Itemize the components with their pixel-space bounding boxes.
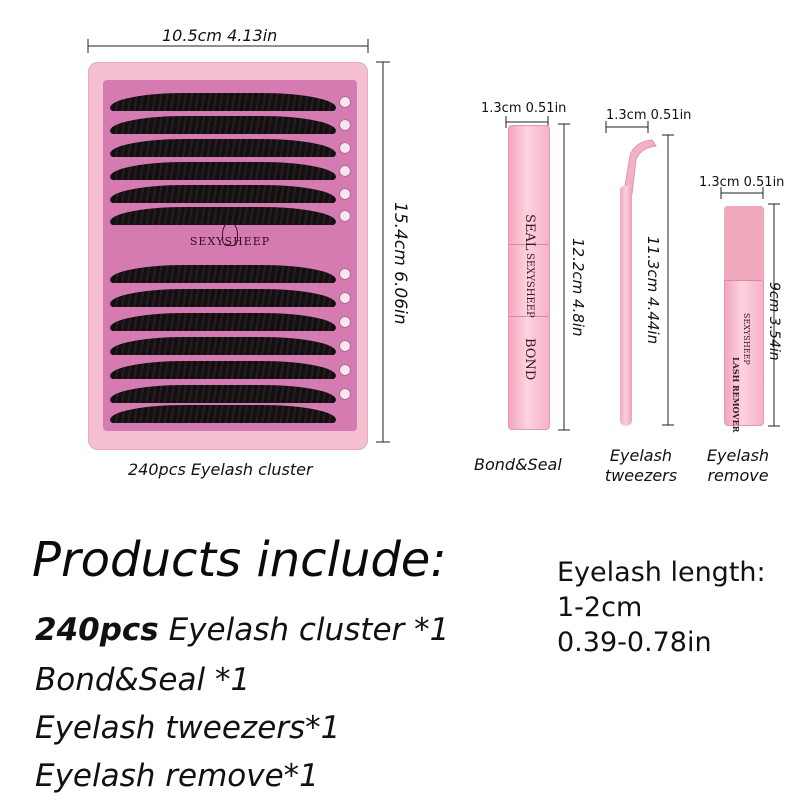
tweezers-height-label: 11.3cm 4.44in xyxy=(644,236,662,345)
remover-height-label: 9cm 3.54in xyxy=(766,282,782,361)
tweezers-width-label: 1.3cm 0.51in xyxy=(606,108,692,123)
tweezers-tip-icon xyxy=(623,139,657,195)
eyelash-length-in: 0.39-0.78in xyxy=(557,627,712,658)
tweezers-caption-line1: Eyelash xyxy=(609,446,673,465)
tube-divider xyxy=(509,244,549,245)
tray-width-label: 10.5cm 4.13in xyxy=(162,26,278,45)
eyelash-length-block: Eyelash length: 1-2cm 0.39-0.78in xyxy=(557,555,766,660)
eyelash-length-title: Eyelash length: xyxy=(557,557,766,588)
lash-row xyxy=(110,313,336,331)
lash-length-tag xyxy=(339,340,351,352)
lash-length-tag xyxy=(339,142,351,154)
remover-cap xyxy=(724,206,762,281)
bond-seal-brand: SEXYSHEEP xyxy=(524,253,535,318)
product-item: 240pcs Eyelash cluster *1 xyxy=(35,612,449,648)
tray-brand: SEXYSHEEP xyxy=(189,235,271,248)
lash-length-tag xyxy=(339,188,351,200)
product-item: Eyelash tweezers*1 xyxy=(35,710,341,746)
product-item-qty: 240pcs xyxy=(35,612,159,648)
bond-seal-caption: Bond&Seal xyxy=(474,455,562,474)
remover-width-label: 1.3cm 0.51in xyxy=(699,175,785,190)
remover-caption-line1: Eyelash xyxy=(706,446,770,465)
remover-brand: SEXYSHEEP xyxy=(742,313,751,365)
lash-row xyxy=(110,361,336,379)
brand-logo-icon xyxy=(222,222,238,246)
lash-row xyxy=(110,337,336,355)
lash-row xyxy=(110,289,336,307)
bond-width-label: 1.3cm 0.51in xyxy=(481,101,567,116)
lash-length-tag xyxy=(339,364,351,376)
lash-row xyxy=(110,185,336,203)
bond-text: BOND xyxy=(522,338,537,381)
lash-length-tag xyxy=(339,210,351,222)
tube-divider xyxy=(509,316,549,317)
lash-length-tag xyxy=(339,268,351,280)
product-item-text: Eyelash cluster *1 xyxy=(158,612,450,648)
remover-product-text: LASH REMOVER xyxy=(731,357,741,433)
lash-row xyxy=(110,93,336,111)
lash-row xyxy=(110,116,336,134)
bond-seal-tube: SEAL SEXYSHEEP BOND xyxy=(508,125,550,430)
lash-length-tag xyxy=(339,388,351,400)
lash-row xyxy=(110,385,336,403)
tray-height-label: 15.4cm 6.06in xyxy=(390,202,410,325)
lash-row xyxy=(110,162,336,180)
lash-length-tag xyxy=(339,165,351,177)
lash-length-tag xyxy=(339,316,351,328)
remover-caption: Eyelash remove xyxy=(693,446,783,486)
remover-caption-line2: remove xyxy=(707,466,769,485)
seal-text: SEAL xyxy=(522,214,537,251)
bond-height-label: 12.2cm 4.8in xyxy=(569,238,587,337)
lash-row xyxy=(110,405,336,423)
products-title: Products include: xyxy=(32,532,447,588)
lash-length-tag xyxy=(339,292,351,304)
lash-row xyxy=(110,139,336,157)
tweezers-caption: Eyelash tweezers xyxy=(596,446,686,486)
product-item: Bond&Seal *1 xyxy=(35,662,251,698)
lash-row xyxy=(110,207,336,225)
tweezers-body xyxy=(620,186,632,426)
lash-length-tag xyxy=(339,96,351,108)
lash-row xyxy=(110,265,336,283)
eyelash-length-cm: 1-2cm xyxy=(557,592,643,623)
remover-bottle: SEXYSHEEP LASH REMOVER xyxy=(724,206,764,432)
tray-caption: 240pcs Eyelash cluster xyxy=(128,460,313,479)
lash-length-tag xyxy=(339,119,351,131)
product-item: Eyelash remove*1 xyxy=(35,758,319,794)
tweezers-caption-line2: tweezers xyxy=(604,466,678,485)
